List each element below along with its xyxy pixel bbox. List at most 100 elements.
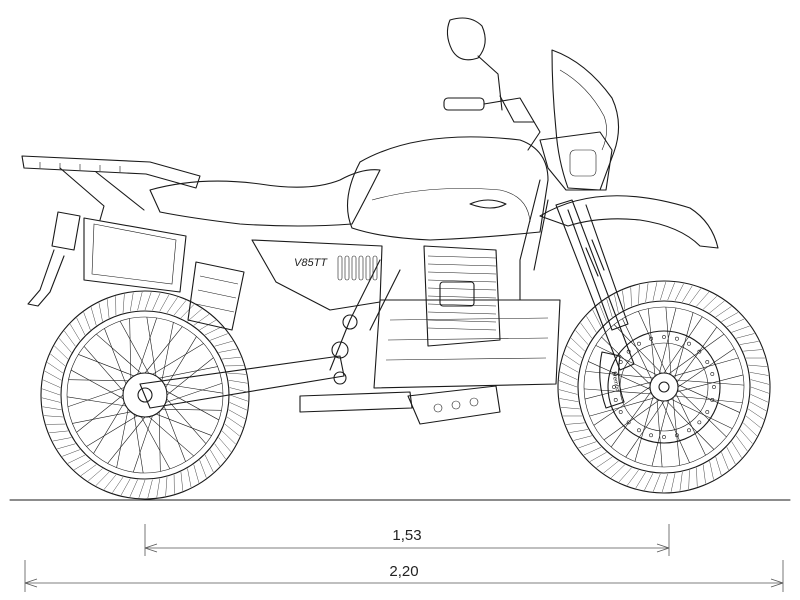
front-fender bbox=[539, 195, 719, 249]
tread-mark bbox=[583, 446, 602, 456]
tread-mark bbox=[750, 394, 769, 403]
tread-mark bbox=[229, 402, 247, 411]
tread-mark bbox=[64, 330, 76, 347]
tread-mark bbox=[674, 283, 684, 301]
spoke bbox=[83, 346, 124, 392]
spoke bbox=[656, 399, 663, 468]
side-pannier bbox=[83, 217, 187, 293]
spoke bbox=[163, 405, 186, 462]
tread-mark bbox=[227, 372, 246, 375]
spoke bbox=[144, 326, 183, 374]
spoke bbox=[86, 415, 138, 447]
tread-mark bbox=[688, 470, 690, 490]
tread-mark bbox=[229, 387, 249, 393]
caliper-brand-text: brembo bbox=[610, 371, 620, 393]
tread-mark bbox=[80, 464, 97, 476]
tread-mark bbox=[589, 452, 607, 462]
spoke bbox=[166, 390, 220, 421]
tread-mark bbox=[122, 294, 125, 313]
tread-mark bbox=[180, 304, 195, 319]
tread-mark bbox=[224, 423, 240, 437]
tread-mark bbox=[228, 379, 248, 384]
tread-mark bbox=[635, 471, 646, 489]
disc-hole bbox=[613, 398, 618, 402]
spoke bbox=[674, 312, 694, 379]
spoke bbox=[146, 316, 157, 376]
tread-mark bbox=[580, 322, 593, 339]
rear-tail bbox=[27, 211, 81, 307]
tread-mark bbox=[229, 394, 248, 402]
spoke bbox=[661, 400, 690, 463]
tread-mark bbox=[599, 304, 607, 322]
cooling-fin bbox=[427, 279, 497, 283]
tread-mark bbox=[618, 467, 632, 483]
spoke bbox=[148, 416, 194, 457]
spoke bbox=[119, 320, 150, 374]
tread-mark bbox=[209, 449, 221, 466]
spoke bbox=[672, 397, 681, 466]
spoke bbox=[670, 398, 733, 429]
engine bbox=[299, 245, 561, 425]
front-rim bbox=[577, 300, 751, 474]
disc-hole bbox=[710, 372, 715, 376]
tread-mark bbox=[696, 467, 698, 487]
disc-hole bbox=[637, 428, 641, 433]
skid-plate bbox=[407, 385, 501, 425]
tread-mark bbox=[98, 302, 103, 322]
front-wheel: brembo bbox=[557, 280, 771, 494]
tread-mark bbox=[715, 306, 732, 318]
tread-mark bbox=[69, 324, 81, 341]
tread-mark bbox=[630, 287, 632, 307]
tread-mark bbox=[614, 294, 619, 313]
spoke bbox=[677, 374, 744, 393]
tread-mark bbox=[112, 476, 124, 493]
cooling-fin bbox=[427, 303, 497, 307]
spoke bbox=[67, 387, 125, 408]
tread-mark bbox=[559, 398, 579, 402]
side-panel-body bbox=[251, 239, 383, 311]
tread-mark bbox=[83, 312, 91, 330]
tread-mark bbox=[749, 372, 769, 376]
spoke bbox=[677, 348, 735, 388]
tread-mark bbox=[44, 370, 62, 381]
tread-mark bbox=[76, 317, 86, 336]
tread-mark bbox=[165, 477, 168, 496]
spoke bbox=[76, 394, 124, 433]
vent-slot bbox=[351, 255, 357, 281]
tread-mark bbox=[592, 309, 602, 327]
cylinder-head bbox=[423, 245, 501, 347]
spoke bbox=[166, 357, 214, 396]
disc-hole bbox=[710, 398, 715, 402]
disc-hole bbox=[662, 435, 666, 439]
tail-light bbox=[51, 211, 81, 251]
spoke bbox=[658, 307, 677, 374]
pannier-box bbox=[83, 217, 187, 293]
cooling-fin bbox=[427, 271, 497, 275]
tread-mark bbox=[750, 379, 770, 385]
tread-mark bbox=[204, 454, 214, 473]
spoke bbox=[137, 317, 158, 375]
disc-hole bbox=[675, 433, 679, 438]
tread-mark bbox=[750, 386, 769, 394]
tread-mark bbox=[156, 478, 161, 498]
tread-mark bbox=[721, 452, 729, 470]
tread-mark bbox=[606, 298, 613, 318]
spoke bbox=[638, 311, 667, 374]
tread-mark bbox=[575, 330, 589, 345]
length-label: 2,20 bbox=[389, 563, 418, 580]
tread-mark bbox=[210, 333, 228, 341]
disc-hole bbox=[675, 336, 679, 341]
spoke bbox=[70, 369, 124, 400]
disc-hole bbox=[697, 349, 702, 354]
spoke bbox=[78, 354, 135, 377]
spoke bbox=[116, 409, 129, 468]
tread-mark bbox=[660, 281, 667, 301]
tread-mark bbox=[173, 300, 187, 316]
vent-slot bbox=[337, 255, 343, 281]
rear-tire-outer bbox=[40, 290, 250, 500]
spoke bbox=[164, 383, 224, 394]
tread-mark bbox=[586, 316, 597, 333]
tread-mark bbox=[42, 406, 62, 411]
tread-mark bbox=[147, 479, 153, 499]
tread-mark bbox=[218, 437, 232, 452]
